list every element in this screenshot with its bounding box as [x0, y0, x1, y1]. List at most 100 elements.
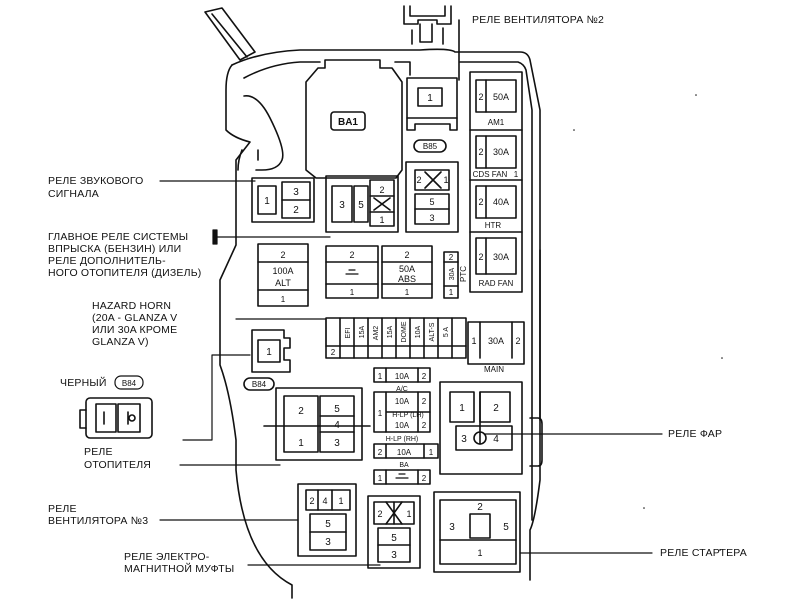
hlp-lh-pin2: 2 [422, 397, 427, 406]
alt-rating: 100A [272, 266, 293, 276]
spare-pin2: 2 [422, 474, 427, 483]
ac-rating: 10A [395, 372, 410, 381]
hl-pin1: 1 [459, 403, 465, 414]
left-slot-b84-tag: B84 [252, 380, 267, 389]
black-connector-b84-tag: B84 [122, 379, 137, 388]
htr-rating: 40A [493, 197, 509, 207]
heater-relay [263, 387, 371, 461]
hl-pin2: 2 [493, 403, 499, 414]
leader-lines [159, 180, 663, 566]
abs-label: ABS [398, 274, 416, 284]
mc-pin5: 5 [391, 533, 397, 544]
horn-pin3: 3 [293, 187, 299, 198]
hlp-lh-rating: 10A [395, 397, 410, 406]
hazard-horn-label-line3: ИЛИ 30A КРОМЕ [92, 324, 178, 336]
heater-pin2: 2 [298, 406, 304, 417]
am2-label: AM2 [373, 326, 380, 341]
fan3-pin3: 3 [325, 537, 331, 548]
fan3-pin1: 1 [338, 496, 343, 506]
ptc-pin2: 2 [449, 253, 454, 262]
horn-relay-label-line2: СИГНАЛА [48, 188, 99, 200]
heater-pin1: 1 [298, 438, 304, 449]
hlp-rh-pin2: 2 [422, 421, 427, 430]
ba1-connector [243, 59, 403, 179]
headlight-relay [439, 381, 523, 475]
cds-fan-rating: 30A [493, 147, 509, 157]
ptc-label: PTC [459, 266, 468, 282]
alt-s-label: ALT-S [429, 322, 436, 341]
mc-pin2: 2 [377, 509, 382, 519]
headlight-relay-label: РЕЛЕ ФАР [668, 428, 723, 440]
abs-pin1: 1 [405, 288, 410, 297]
heater-pin5: 5 [334, 404, 340, 415]
rad-fan-pin: 2 [478, 252, 483, 262]
hazard-horn-label-line1: HAZARD HORN [92, 300, 172, 312]
main-relay-pin5: 5 [358, 200, 364, 211]
main-relay-label-line4: НОГО ОТОПИТЕЛЯ (ДИЗЕЛЬ) [48, 267, 202, 279]
fan-relay-3-label-line1: РЕЛЕ [48, 503, 77, 515]
st-pin1: 1 [477, 548, 482, 558]
ba-pin2: 2 [378, 448, 383, 457]
htr-pin: 2 [478, 197, 483, 207]
horn-relay [251, 177, 315, 223]
alt-abs-row [257, 243, 459, 307]
mc-pin1: 1 [406, 509, 411, 519]
main-relay-label-line3: РЕЛЕ ДОПОЛНИТЕЛЬ- [48, 255, 166, 267]
alt-label: ALT [275, 278, 291, 288]
fan3-pin4: 4 [322, 496, 327, 506]
main-relay-label-line1: ГЛАВНОЕ РЕЛЕ СИСТЕМЫ [48, 231, 189, 243]
main-relay-label-line2: ВПРЫСКА (БЕНЗИН) ИЛИ [48, 243, 182, 255]
hazard-horn-label-line4: GLANZA V) [92, 336, 149, 348]
ac-pin2: 2 [422, 372, 427, 381]
am1-rating: 50A [493, 92, 509, 102]
starter-relay-label: РЕЛЕ СТАРТЕРА [660, 547, 747, 559]
hazard-horn-label-line2: (20A - GLANZA V [92, 312, 178, 324]
ac-label: A/C [396, 386, 408, 393]
htr-label: HTR [485, 221, 502, 230]
main-fuse-rating: 30A [488, 336, 504, 346]
cds-fan-pin1: 1 [514, 170, 519, 179]
hlp-rh-rating: 10A [395, 421, 410, 430]
hlp-pin1: 1 [378, 409, 383, 418]
mid-fuse-pin2: 2 [349, 250, 354, 260]
speckle-noise [573, 94, 723, 551]
ptc-rating: 30A [449, 267, 456, 280]
heater-relay-label-line1: РЕЛЕ [84, 446, 113, 458]
cds-fan-pin: 2 [478, 147, 483, 157]
main-fuse-pin1: 1 [471, 336, 476, 346]
hlp-rh-label: H-LP (RH) [386, 436, 419, 443]
am2-rating: 15A [387, 325, 394, 338]
heater-relay-label-line2: ОТОПИТЕЛЯ [84, 459, 152, 471]
magnetic-clutch-label-line1: РЕЛЕ ЭЛЕКТРО- [124, 551, 210, 563]
st-pin3: 3 [449, 522, 455, 533]
ur-relay-pin1: 1 [443, 175, 448, 185]
relay-fan-2-slot [406, 19, 460, 153]
ba-label: BA [399, 462, 409, 469]
b85-label: B85 [423, 142, 438, 151]
hlp-lh-label: H-LP (LH) [392, 412, 423, 419]
horn-relay-label-line1: РЕЛЕ ЗВУКОВОГО [48, 175, 144, 187]
alt-s-rating: 5 A [443, 327, 450, 337]
am1-label: AM1 [488, 118, 505, 127]
main-fuse-label: MAIN [484, 365, 504, 374]
efi-rating: 15A [359, 325, 366, 338]
housing-outline [204, 5, 543, 599]
ba-pin1: 1 [429, 448, 434, 457]
mc-pin3: 3 [391, 550, 397, 561]
mid-fuse-symbol [345, 269, 359, 275]
main-fuse-pin2: 2 [515, 336, 520, 346]
magnetic-clutch-label-line2: МАГНИТНОЙ МУФТЫ [124, 563, 235, 575]
horn-pin1: 1 [264, 196, 270, 207]
left-slot-pin: 1 [266, 347, 272, 358]
starter-relay [433, 491, 521, 573]
ac-hlp-fuses [373, 367, 439, 485]
black-connector-b84 [79, 397, 153, 439]
st-pin2: 2 [477, 502, 483, 513]
efi-label: EFI [345, 328, 352, 339]
fan-relay-2-label: РЕЛЕ ВЕНТИЛЯТОРА №2 [472, 14, 605, 26]
alt-pin2: 2 [280, 250, 285, 260]
spare-pin1: 1 [378, 474, 383, 483]
ba-rating: 10A [397, 448, 412, 457]
relay-right-upper [405, 161, 459, 233]
